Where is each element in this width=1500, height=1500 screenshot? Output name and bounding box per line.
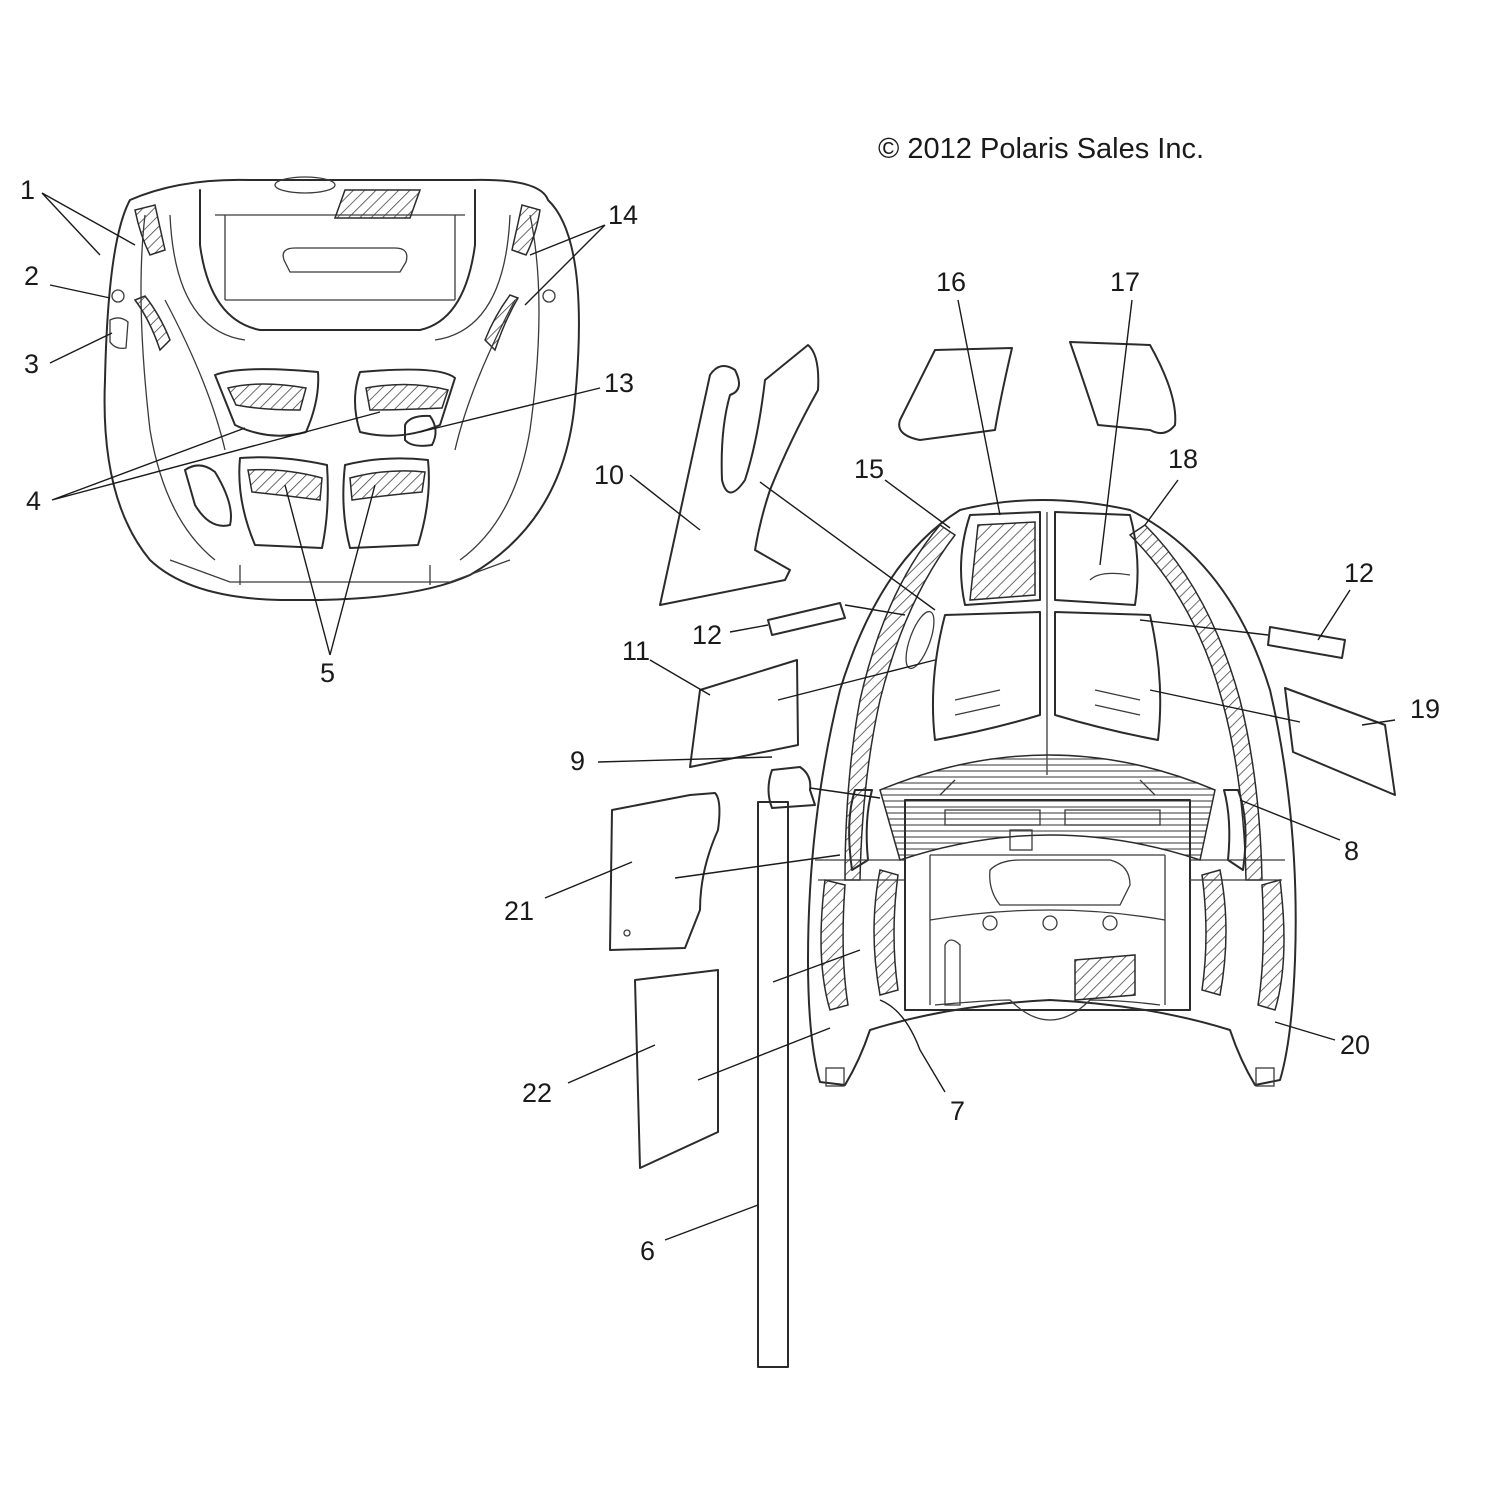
decal-22 [634, 969, 719, 1169]
callout-20: 20 [1340, 1030, 1370, 1060]
callout-17: 17 [1110, 267, 1140, 297]
decal-12-left [767, 602, 846, 636]
callout-10: 10 [594, 460, 624, 490]
decal-21 [609, 792, 721, 951]
decal-17 [1069, 341, 1177, 435]
decal-10 [659, 344, 820, 606]
callout-16: 16 [936, 267, 966, 297]
callout-9: 9 [570, 746, 585, 776]
callout-15: 15 [854, 454, 884, 484]
decal-6 [757, 801, 789, 1368]
copyright-text: © 2012 Polaris Sales Inc. [878, 133, 1204, 165]
decal-11 [689, 659, 799, 768]
callout-1: 1 [20, 175, 35, 205]
callout-11: 11 [622, 636, 650, 666]
callout-5: 5 [320, 658, 335, 688]
callout-13: 13 [604, 368, 634, 398]
callout-7: 7 [950, 1096, 965, 1126]
hood-top-view [807, 499, 1297, 1087]
callout-6: 6 [640, 1236, 655, 1266]
decal-12-right [1267, 626, 1346, 659]
decals [609, 341, 1396, 1368]
callout-4: 4 [26, 486, 41, 516]
callout-14: 14 [608, 200, 638, 230]
callout-8: 8 [1344, 836, 1359, 866]
callout-21: 21 [504, 896, 534, 926]
hood-front-view [103, 176, 580, 601]
callout-12-left: 12 [692, 620, 722, 650]
callout-22: 22 [522, 1078, 552, 1108]
leader-lines [41, 192, 1396, 1241]
callout-3: 3 [24, 349, 39, 379]
decal-19 [1284, 687, 1396, 796]
decal-9 [767, 766, 816, 809]
callout-12-right: 12 [1344, 558, 1374, 588]
callout-18: 18 [1168, 444, 1198, 474]
decal-16 [898, 347, 1013, 441]
callout-numbers: 1 2 3 4 5 6 7 8 9 10 11 12 12 13 14 15 1… [20, 175, 1440, 1266]
callout-2: 2 [24, 261, 39, 291]
callout-19: 19 [1410, 694, 1440, 724]
